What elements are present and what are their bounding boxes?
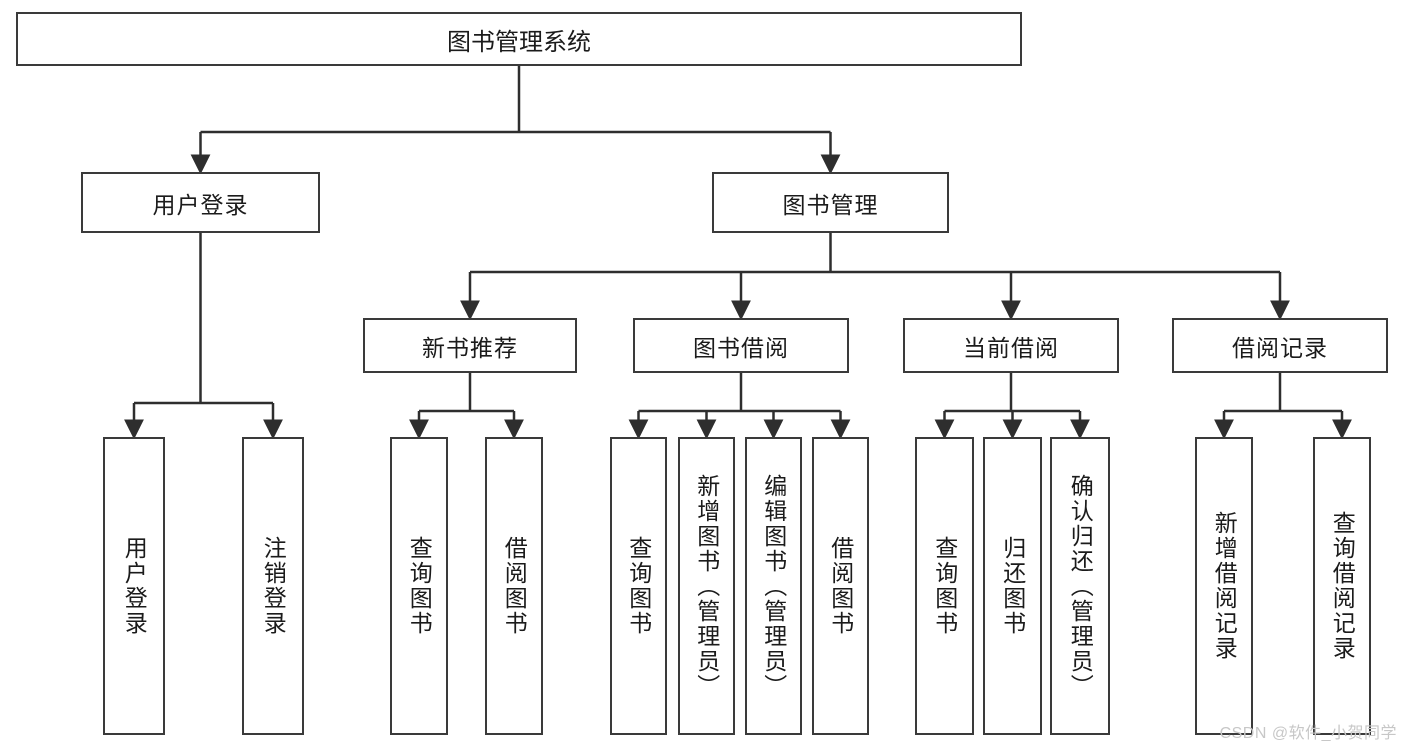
node-login[interactable]: 用户登录 [81, 172, 320, 233]
node-label: 归还图书 [999, 536, 1026, 636]
node-label: 新增借阅记录 [1211, 511, 1238, 661]
node-label: 查询图书 [625, 536, 652, 636]
node-l-nb-borrow[interactable]: 借阅图书 [485, 437, 543, 735]
node-label: 新书推荐 [422, 334, 518, 361]
node-newbook[interactable]: 新书推荐 [363, 318, 577, 373]
node-l-b-add[interactable]: 新增图书（管理员） [678, 437, 735, 735]
node-current[interactable]: 当前借阅 [903, 318, 1119, 373]
node-borrow[interactable]: 图书借阅 [633, 318, 849, 373]
node-label: 用户登录 [152, 191, 249, 218]
node-label: 注销登录 [260, 536, 287, 636]
node-bookmgmt[interactable]: 图书管理 [712, 172, 949, 233]
node-l-b-borrow[interactable]: 借阅图书 [812, 437, 869, 735]
node-label: 借阅图书 [501, 536, 528, 636]
node-label: 当前借阅 [963, 334, 1059, 361]
node-label: 借阅记录 [1232, 334, 1328, 361]
node-label: 图书管理 [782, 191, 879, 218]
node-l-logout[interactable]: 注销登录 [242, 437, 304, 735]
node-l-c-query[interactable]: 查询图书 [915, 437, 974, 735]
node-l-c-confirm[interactable]: 确认归还（管理员） [1050, 437, 1110, 735]
node-records[interactable]: 借阅记录 [1172, 318, 1388, 373]
node-label: 图书借阅 [693, 334, 789, 361]
node-l-c-return[interactable]: 归还图书 [983, 437, 1042, 735]
node-label: 图书管理系统 [447, 28, 591, 56]
node-l-b-query[interactable]: 查询图书 [610, 437, 667, 735]
node-label: 新增图书（管理员） [693, 473, 720, 699]
node-label: 编辑图书（管理员） [760, 473, 787, 699]
node-l-nb-query[interactable]: 查询图书 [390, 437, 448, 735]
watermark: CSDN @软件_小贺同学 [1219, 725, 1397, 742]
node-label: 用户登录 [121, 536, 148, 636]
node-label: 确认归还（管理员） [1067, 473, 1094, 699]
node-root[interactable]: 图书管理系统 [16, 12, 1022, 66]
node-l-b-edit[interactable]: 编辑图书（管理员） [745, 437, 802, 735]
node-label: 查询图书 [406, 536, 433, 636]
node-label: 查询借阅记录 [1329, 511, 1356, 661]
node-l-r-add[interactable]: 新增借阅记录 [1195, 437, 1253, 735]
node-label: 查询图书 [931, 536, 958, 636]
node-l-r-query[interactable]: 查询借阅记录 [1313, 437, 1371, 735]
node-l-login[interactable]: 用户登录 [103, 437, 165, 735]
node-label: 借阅图书 [827, 536, 854, 636]
